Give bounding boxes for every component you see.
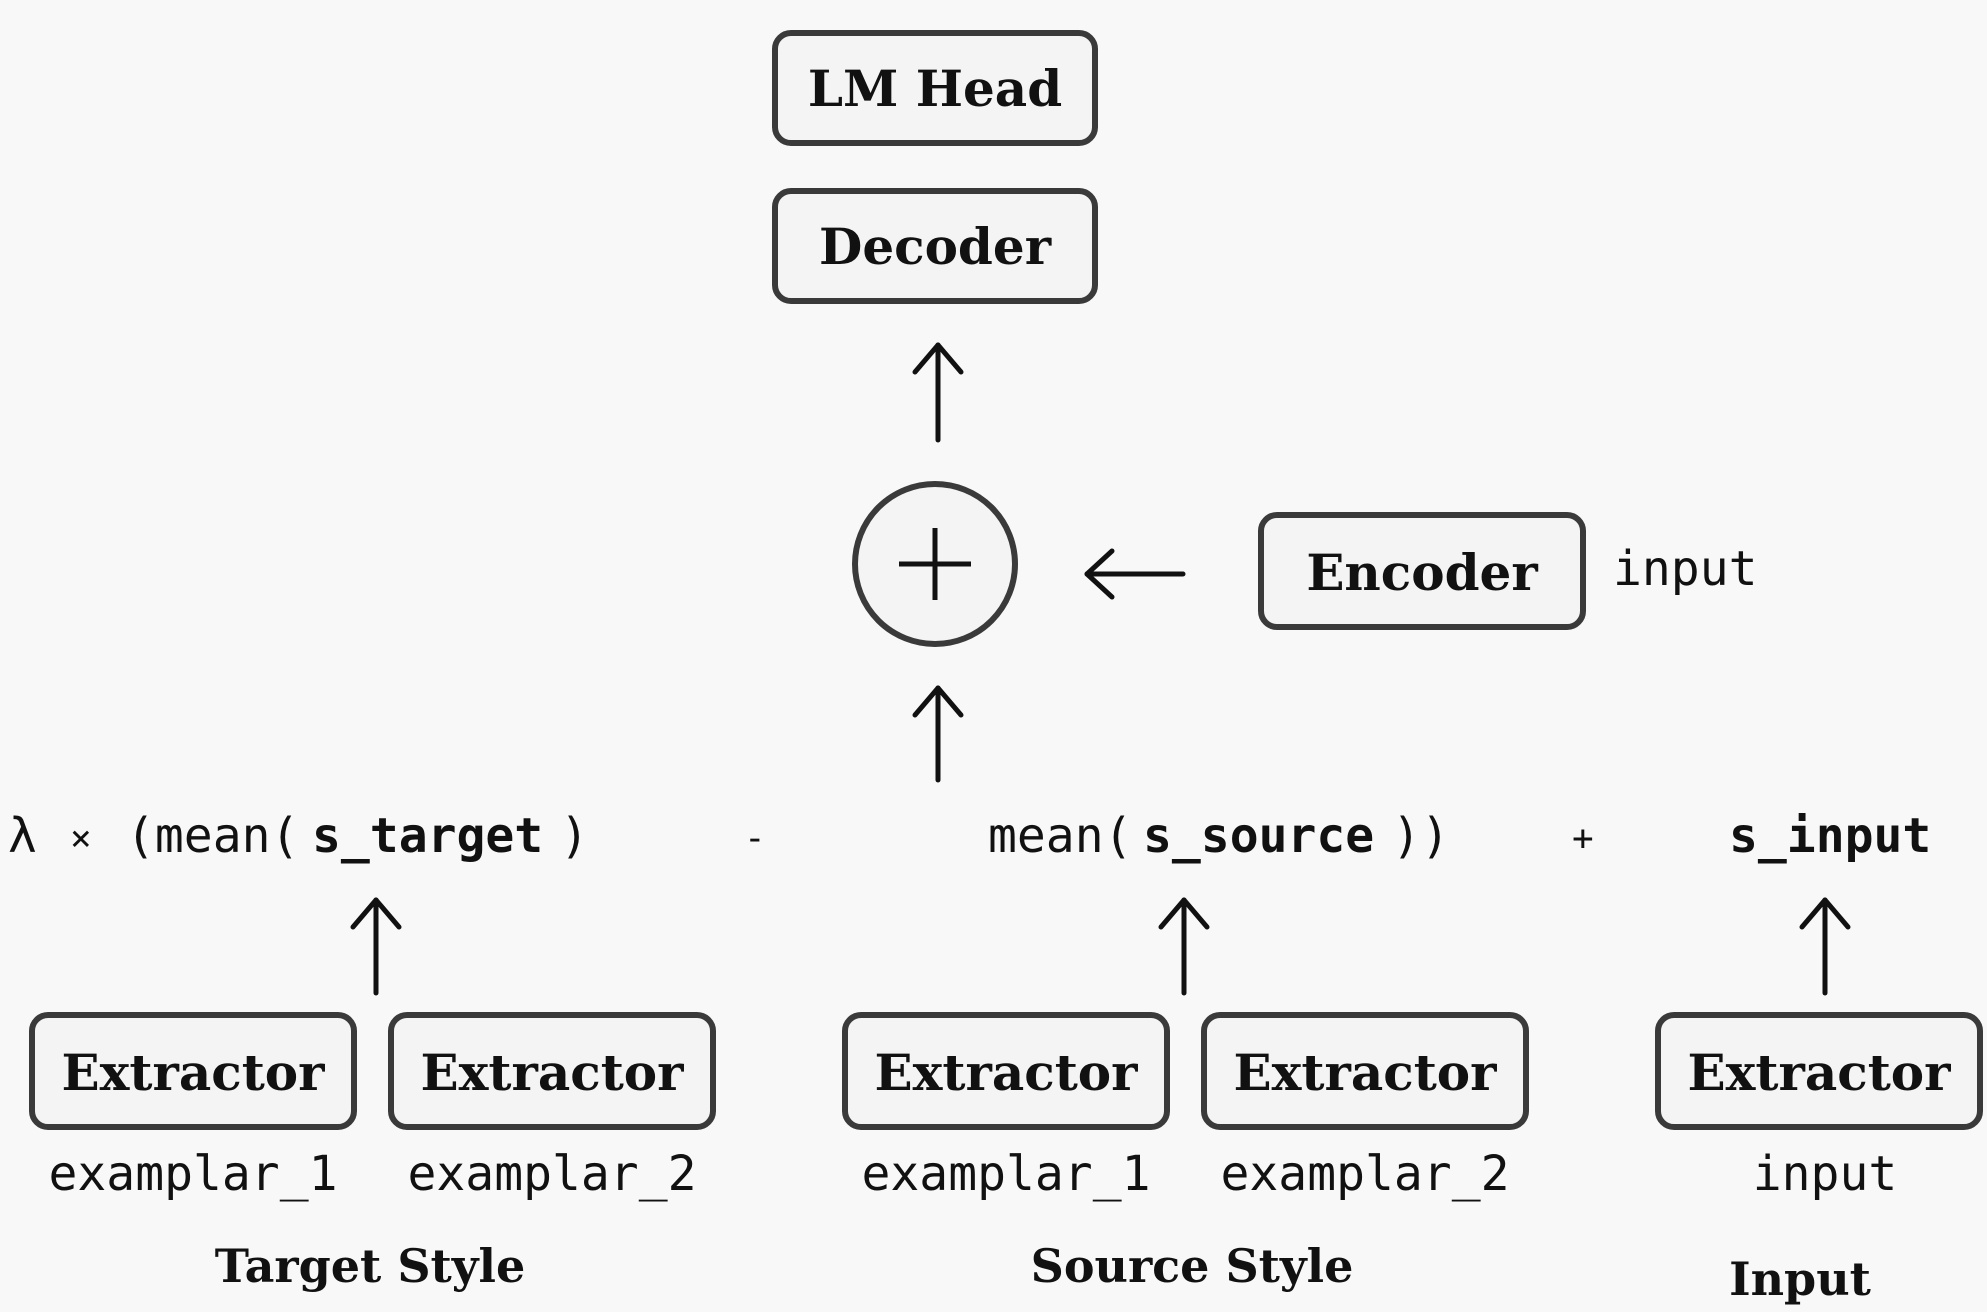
times-symbol: × [70,818,92,859]
lm-head-label: LM Head [808,59,1062,118]
lm-head-box: LM Head [772,30,1098,146]
input-group-label: Input [1729,1252,1872,1306]
source-extractor-2-input: examplar_2 [1221,1146,1510,1202]
sum-node [852,481,1018,647]
s-target-term: s_target [312,808,543,864]
encoder-input-label: input [1613,541,1758,597]
target-extractor-2: Extractor [388,1012,716,1130]
arrow-input-extractor [1799,897,1851,996]
encoder-box: Encoder [1258,512,1586,630]
target-extractor-1: Extractor [29,1012,357,1130]
decoder-label: Decoder [819,217,1052,276]
source-style-label: Source Style [1031,1239,1354,1293]
target-close-paren: ) [560,808,589,864]
s-source-term: s_source [1143,808,1374,864]
decoder-box: Decoder [772,188,1098,304]
target-extractor-1-label: Extractor [62,1043,326,1102]
target-style-label: Target Style [215,1239,526,1293]
arrow-encoder-to-sum [1084,548,1186,600]
minus-symbol: - [744,818,766,859]
arrow-source-extractors [1158,897,1210,996]
source-extractor-2: Extractor [1201,1012,1529,1130]
mean-target-open: (mean( [126,808,299,864]
source-extractor-1: Extractor [842,1012,1170,1130]
input-extractor: Extractor [1655,1012,1983,1130]
arrow-sum-to-decoder [912,342,964,443]
target-extractor-1-input: examplar_1 [49,1146,338,1202]
arrow-formula-to-sum [912,685,964,783]
target-extractor-2-label: Extractor [421,1043,685,1102]
source-extractor-1-label: Extractor [875,1043,1139,1102]
source-extractor-2-label: Extractor [1234,1043,1498,1102]
source-extractor-1-input: examplar_1 [862,1146,1151,1202]
source-close-paren: )) [1392,808,1450,864]
input-extractor-input: input [1753,1146,1898,1202]
plus-symbol: + [1572,818,1594,859]
input-extractor-label: Extractor [1688,1043,1952,1102]
mean-source-open: mean( [988,808,1133,864]
s-input-term: s_input [1729,808,1931,864]
arrow-target-extractors [350,897,402,996]
lambda-symbol: λ [8,808,37,864]
encoder-label: Encoder [1306,543,1538,602]
target-extractor-2-input: examplar_2 [408,1146,697,1202]
